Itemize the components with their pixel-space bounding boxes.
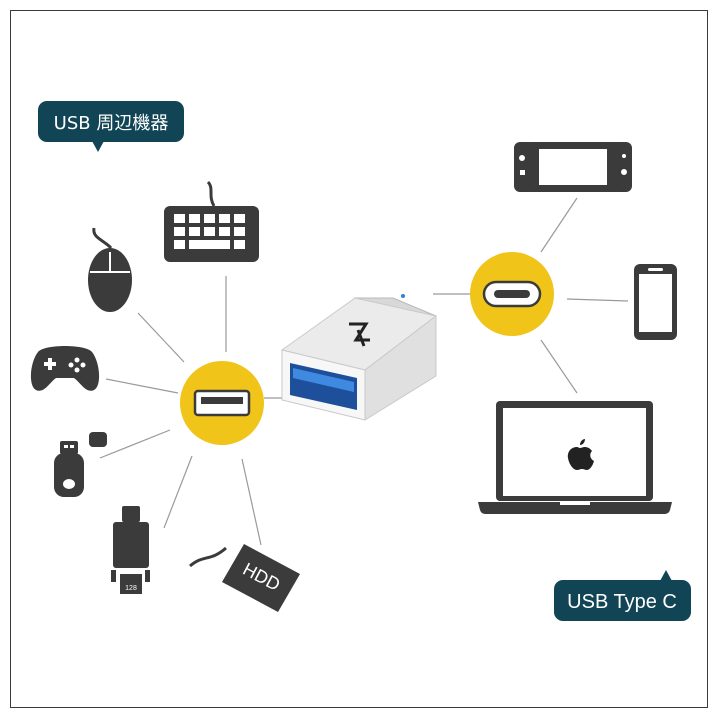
usb-type-c-label-bubble: USB Type C (554, 570, 691, 621)
line-phone (566, 298, 629, 302)
image-frame (10, 10, 708, 708)
usb-flash-drive-icon (54, 432, 107, 497)
apple-logo-icon (567, 439, 594, 470)
line-mouse (137, 312, 185, 363)
hdd-icon: HDD (189, 544, 300, 612)
macbook-icon (478, 401, 672, 514)
usb-peripherals-label-bubble: USB 周辺機器 (38, 101, 184, 152)
gamepad-icon (30, 346, 100, 391)
line-gamepad (105, 378, 179, 394)
flash-drive-cap (89, 432, 107, 447)
line-card-reader (163, 455, 193, 529)
keyboard-icon (164, 180, 259, 262)
sd-card-icon (120, 574, 142, 594)
nintendo-switch-icon (514, 142, 632, 192)
usb-type-c-label: USB Type C (567, 591, 677, 613)
sd-card-reader-icon: 128 (111, 506, 150, 594)
smartphone-icon (634, 264, 677, 340)
svg-text:128: 128 (125, 585, 137, 592)
usb-a-hub (180, 361, 264, 445)
line-hdd (241, 458, 262, 546)
line-laptop (540, 339, 578, 394)
usb-c-hub (470, 252, 554, 336)
brand-logo-icon (349, 322, 370, 347)
usb-c-adapter (280, 294, 438, 421)
mouse-icon (88, 227, 132, 312)
right-connector-lines (433, 197, 629, 394)
left-connector-lines (99, 276, 292, 546)
usb-peripherals-label: USB 周辺機器 (54, 113, 169, 134)
line-flash-drive (99, 429, 171, 459)
line-switch (540, 197, 578, 253)
